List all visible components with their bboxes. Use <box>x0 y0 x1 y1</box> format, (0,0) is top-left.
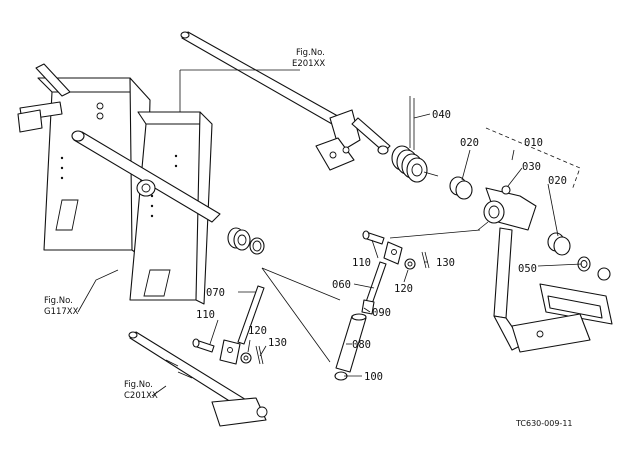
g117-leader <box>77 269 119 313</box>
rod-linkage-leader <box>261 267 331 363</box>
washer-120b <box>240 352 252 364</box>
pin-110a <box>362 230 385 245</box>
c201-leader <box>151 385 167 397</box>
callout-030: 030 <box>522 161 541 173</box>
callout-110-upper: 110 <box>352 257 371 269</box>
figure-ref-e201: Fig.No. E201XX <box>292 48 325 69</box>
callout-130-lower: 130 <box>268 337 287 349</box>
bearing-washer <box>227 227 265 255</box>
svg-text:Fig.No.: Fig.No. <box>124 380 153 390</box>
callout-120-upper: 120 <box>394 283 413 295</box>
svg-text:Fig.No.: Fig.No. <box>296 48 325 58</box>
callout-010: 010 <box>524 137 543 149</box>
pedal-010 <box>477 187 613 353</box>
pin-110b <box>192 338 215 353</box>
cross-tube <box>71 130 221 223</box>
figure-ref-g117: Fig.No. G117XX <box>44 296 79 317</box>
callout-070: 070 <box>206 287 225 299</box>
svg-text:E201XX: E201XX <box>292 59 325 69</box>
rod-070 <box>219 285 265 365</box>
callout-080: 080 <box>352 339 371 351</box>
svg-text:C201XX: C201XX <box>124 391 158 401</box>
svg-text:Fig.No.: Fig.No. <box>44 296 73 306</box>
svg-text:G117XX: G117XX <box>44 307 79 317</box>
figure-ref-c201: Fig.No. C201XX <box>124 380 158 401</box>
callout-060: 060 <box>332 279 351 291</box>
bushing-020b <box>547 232 571 256</box>
main-shaft <box>180 31 391 171</box>
callout-leaders <box>209 113 583 377</box>
torsion-spring-040 <box>391 96 439 183</box>
callout-110-lower: 110 <box>196 309 215 321</box>
callout-090: 090 <box>372 307 391 319</box>
washer-120a <box>404 258 416 270</box>
drawing-code: TC630-009-11 <box>515 419 573 428</box>
callout-100: 100 <box>364 371 383 383</box>
lower-shaft <box>128 331 268 427</box>
callout-020-lower: 020 <box>548 175 567 187</box>
grease-nipple-030 <box>501 185 511 195</box>
callout-120-lower: 120 <box>248 325 267 337</box>
right-frame <box>129 111 213 305</box>
callout-020-upper: 020 <box>460 137 479 149</box>
cotter-130a <box>421 251 430 269</box>
nut-090 <box>361 299 375 315</box>
callout-050: 050 <box>518 263 537 275</box>
callout-130-upper: 130 <box>436 257 455 269</box>
bushing-020a <box>449 176 473 200</box>
callout-040: 040 <box>432 109 451 121</box>
cotter-130b <box>255 345 264 365</box>
snap-ring-050 <box>577 256 611 281</box>
